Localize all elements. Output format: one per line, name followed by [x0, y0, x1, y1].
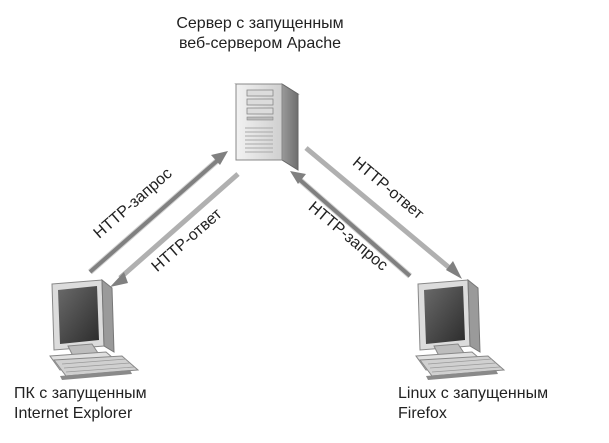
- arrow-left-response: [110, 172, 240, 287]
- client-left-label-line1: ПК с запущенным: [14, 385, 147, 402]
- client-right-label-line1: Linux с запущенным: [398, 385, 549, 402]
- pc-left-icon: [49, 278, 140, 380]
- arrow-right-response: [304, 146, 462, 279]
- server-label: Сервер с запущенным веб-сервером Apache: [150, 14, 370, 54]
- server-label-line1: Сервер с запущенным: [176, 15, 344, 32]
- arrow-left-request: [88, 151, 228, 275]
- client-left-label: ПК с запущенным Internet Explorer: [14, 384, 147, 424]
- pc-right-icon: [415, 278, 506, 380]
- client-left-label-line2: Internet Explorer: [14, 405, 133, 422]
- client-right-label: Linux с запущенным Firefox: [398, 384, 548, 424]
- client-right-label-line2: Firefox: [398, 405, 447, 422]
- server-label-line2: веб-сервером Apache: [178, 35, 342, 52]
- server-icon: [234, 83, 300, 171]
- arrow-label-right-response: HTTP-ответ: [349, 154, 427, 223]
- arrow-right-request: [290, 171, 412, 279]
